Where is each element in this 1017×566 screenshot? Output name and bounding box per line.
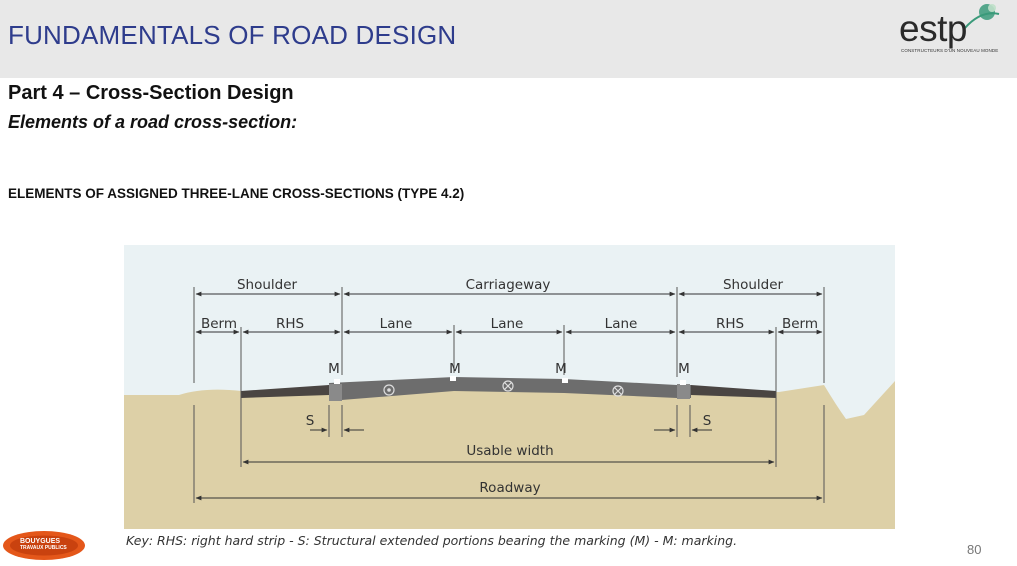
- marking-strip-3: [562, 378, 568, 383]
- slide-title: FUNDAMENTALS OF ROAD DESIGN: [8, 20, 457, 50]
- page-number: 80: [967, 542, 982, 557]
- estp-logo-swirl-icon: [964, 4, 1000, 29]
- part-title: Part 4 – Cross-Section Design: [8, 82, 294, 104]
- slide-header: FUNDAMENTALS OF ROAD DESIGN estp CONSTRU…: [0, 0, 1017, 78]
- carriageway-pavement: [329, 377, 691, 401]
- bouygues-logo-badge-icon: [3, 531, 85, 560]
- label-s-left: S: [306, 413, 315, 429]
- label-usable-width: Usable width: [466, 443, 553, 459]
- marking-strip-2: [450, 376, 456, 381]
- estp-logo-tagline: CONSTRUCTEURS D'UN NOUVEAU MONDE: [901, 48, 999, 53]
- label-lane-1: Lane: [380, 316, 413, 332]
- structural-portion-right: [677, 384, 690, 399]
- label-rhs-left: RHS: [276, 316, 304, 332]
- right-shoulder-strip: [691, 385, 776, 398]
- label-shoulder-left: Shoulder: [237, 277, 298, 293]
- label-marking-3: M: [555, 361, 567, 377]
- label-s-right: S: [703, 413, 712, 429]
- label-lane-2: Lane: [491, 316, 524, 332]
- figure-caption: Key: RHS: right hard strip - S: Structur…: [126, 533, 738, 548]
- section-heading: ELEMENTS OF ASSIGNED THREE-LANE CROSS-SE…: [8, 186, 465, 201]
- label-marking-4: M: [678, 361, 690, 377]
- structural-portion-left: [329, 384, 342, 401]
- cross-section-diagram: Shoulder Carriageway Shoulder Berm RHS L…: [124, 245, 895, 529]
- label-marking-1: M: [328, 361, 340, 377]
- label-carriageway: Carriageway: [466, 277, 551, 293]
- marking-strip-4: [680, 380, 686, 385]
- label-roadway: Roadway: [479, 480, 540, 496]
- label-lane-3: Lane: [605, 316, 638, 332]
- label-rhs-right: RHS: [716, 316, 744, 332]
- lane-direction-cross-icon: [502, 380, 514, 392]
- soil-embankment: [124, 381, 895, 529]
- estp-logo-text: estp: [899, 8, 967, 49]
- part-subtitle: Elements of a road cross-section:: [8, 112, 298, 132]
- marking-strip-1: [334, 379, 340, 384]
- bouygues-logo-line1: BOUYGUES: [20, 538, 61, 545]
- left-shoulder-strip: [241, 385, 329, 398]
- label-shoulder-right: Shoulder: [723, 277, 784, 293]
- bouygues-logo-line2: TRAVAUX PUBLICS: [20, 545, 67, 551]
- cross-section-figure: Shoulder Carriageway Shoulder Berm RHS L…: [124, 245, 895, 529]
- estp-logo: estp CONSTRUCTEURS D'UN NOUVEAU MONDE: [895, 2, 1005, 60]
- bouygues-logo: BOUYGUES TRAVAUX PUBLICS: [2, 530, 86, 561]
- label-berm-left: Berm: [201, 316, 237, 332]
- lane-direction-cross-icon: [612, 385, 624, 397]
- label-berm-right: Berm: [782, 316, 818, 332]
- label-marking-2: M: [449, 361, 461, 377]
- lane-direction-dot-icon: [383, 384, 395, 396]
